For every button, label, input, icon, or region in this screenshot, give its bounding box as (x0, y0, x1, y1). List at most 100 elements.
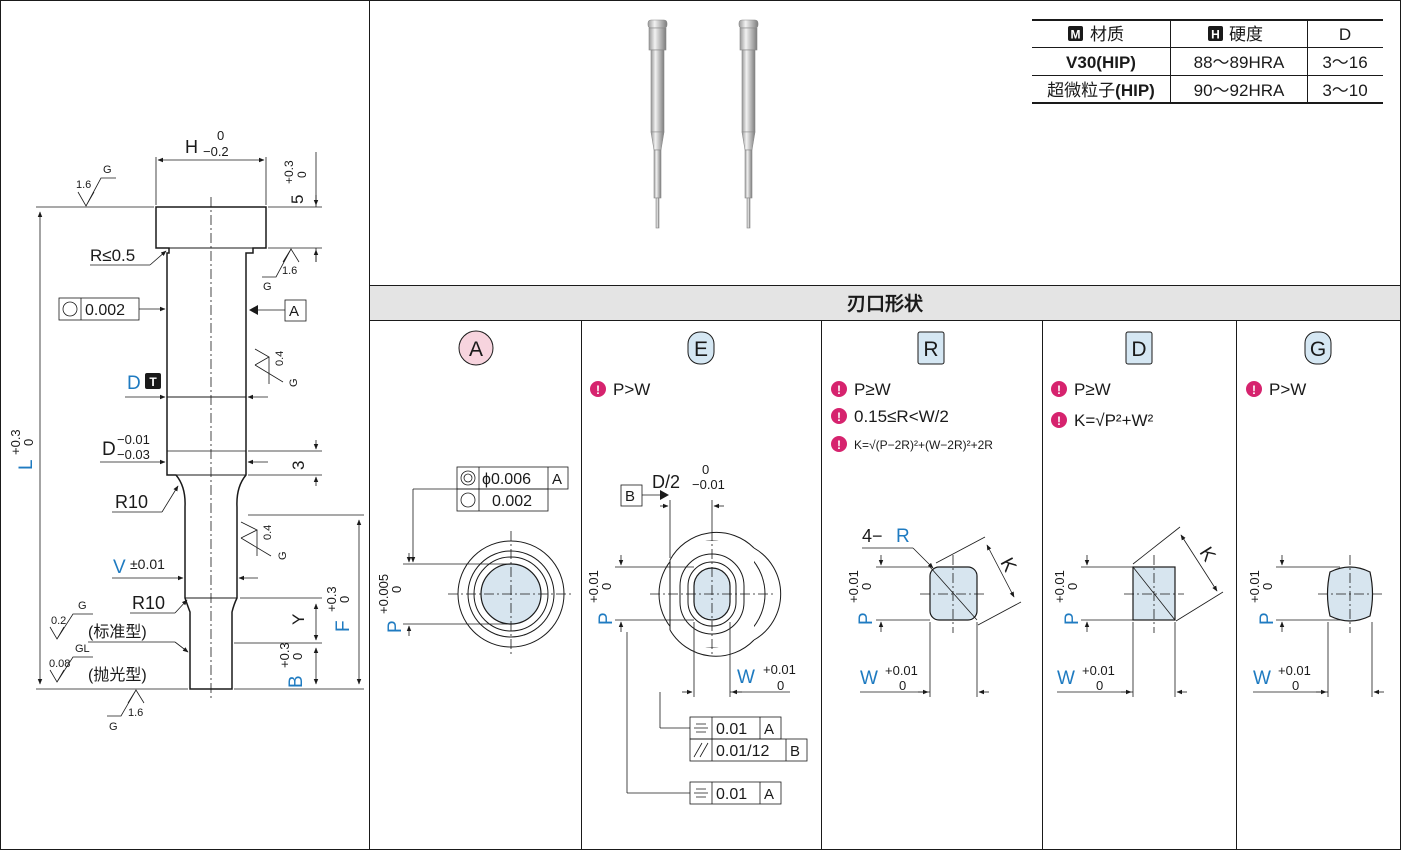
shape-g-note-1: P>W (1269, 380, 1306, 399)
row1-d: 3～16 (1322, 53, 1367, 72)
e-p-tol-upper: +0.01 (586, 570, 601, 603)
datum-a: A (289, 303, 299, 320)
l-label: L (16, 459, 37, 470)
d-tol-upper: −0.01 (117, 432, 150, 447)
roughness-tip-g: G (109, 721, 118, 733)
e-w-tol-lower: 0 (777, 678, 784, 693)
r10-lower: R10 (132, 593, 165, 613)
r-w-tol-upper: +0.01 (885, 663, 918, 678)
shape-r-header: R ! P≥W ! 0.15≤R<W/2 ! K=√(P−2R)²+(W−2R)… (831, 331, 993, 452)
f-label: F (333, 620, 354, 632)
roughness-head-g: G (103, 164, 112, 176)
f-tol-upper: +0.3 (324, 586, 339, 612)
r-k: K (996, 554, 1021, 575)
shape-d-header: D ! P≥W ! K=√P²+W² (1051, 331, 1154, 430)
material-header: 材质 (1090, 25, 1124, 44)
polish-label: (抛光型) (88, 666, 147, 684)
e-d2: D/2 (652, 472, 680, 492)
warning-icon: ! (837, 410, 841, 424)
v-label: V (113, 557, 126, 578)
r-p-tol-lower: 0 (859, 583, 874, 590)
e-d2-tol-lower: −0.01 (692, 477, 725, 492)
r-radius: R (896, 526, 910, 547)
roughness-side-g: G (263, 281, 272, 293)
warning-icon: ! (837, 438, 841, 452)
roughness-std-g: G (78, 600, 87, 612)
g-w-label: W (1253, 668, 1271, 689)
shape-a-header: A (458, 330, 494, 366)
d-p-tol-upper: +0.01 (1052, 570, 1067, 603)
shape-r-note-1: P≥W (854, 380, 891, 399)
row1-hardness: 88～89HRA (1194, 53, 1285, 72)
e-d2-tol-upper: 0 (702, 462, 709, 477)
shape-g-code: G (1310, 338, 1326, 361)
row2-d: 3～10 (1322, 81, 1367, 100)
b-tol-upper: +0.3 (277, 642, 292, 668)
e-p-label: P (596, 612, 617, 625)
b-label: B (286, 675, 307, 688)
r-p-tol-upper: +0.01 (846, 570, 861, 603)
e-sym1: 0.01 (716, 721, 747, 738)
h-tol-lower: −0.2 (203, 144, 229, 159)
shape-r-drawing: 4− R K P +0.01 0 W +0.01 0 (846, 526, 1022, 697)
v-tol: ±0.01 (130, 556, 165, 572)
roughness-side: 1.6 (282, 265, 297, 277)
product-photo (647, 19, 759, 229)
row2-hardness: 90～92HRA (1194, 81, 1285, 100)
head-len: 5 (288, 195, 307, 204)
roughness-shank: 0.4 (274, 351, 286, 366)
r10-upper: R10 (115, 492, 148, 512)
d-p-tol-lower: 0 (1065, 583, 1080, 590)
e-sym2: 0.01 (716, 786, 747, 803)
a-concentricity: ϕ0.006 (482, 471, 531, 488)
hardness-badge: H (1211, 28, 1220, 42)
three-label: 3 (289, 461, 308, 470)
g-w-tol-upper: +0.01 (1278, 663, 1311, 678)
e-parallelism-datum: B (790, 743, 800, 760)
e-datum-b: B (625, 488, 635, 505)
shape-r-note-3: K=√(P−2R)²+(W−2R)²+2R (854, 438, 993, 452)
section-title: 刃口形状 (847, 292, 924, 315)
hardness-header: 硬度 (1229, 25, 1263, 44)
shape-r-code: R (923, 338, 938, 361)
warning-icon: ! (1057, 383, 1061, 397)
shape-g-header: G ! P>W (1246, 331, 1332, 399)
shape-e-code: E (694, 338, 708, 361)
e-sym2-datum: A (764, 786, 774, 803)
a-concentricity-datum: A (552, 471, 562, 488)
d-w-label: W (1057, 668, 1075, 689)
row2-material: 超微粒子(HIP) (1047, 81, 1155, 100)
roughness-shank-g: G (288, 378, 300, 387)
e-w-tol-upper: +0.01 (763, 662, 796, 677)
std-label: (标准型) (88, 623, 147, 641)
d-p-label: P (1062, 612, 1083, 625)
warning-icon: ! (1057, 414, 1061, 428)
d-w-tol-lower: 0 (1096, 678, 1103, 693)
roughness-polish-gl: GL (75, 643, 90, 655)
e-p-tol-lower: 0 (599, 583, 614, 590)
l-tol-upper: +0.3 (8, 429, 23, 455)
a-p-label: P (385, 620, 406, 633)
f-tol-lower: 0 (337, 596, 352, 603)
roughness-polish: 0.08 (49, 658, 70, 670)
h-label: H (185, 137, 198, 157)
e-sym1-datum: A (764, 721, 774, 738)
shape-e-header: E ! P>W (590, 331, 715, 399)
h-tol-upper: 0 (217, 128, 224, 143)
roughness-std: 0.2 (51, 615, 66, 627)
head-tol-upper: +0.3 (282, 160, 296, 184)
d-w-tol-upper: +0.01 (1082, 663, 1115, 678)
circularity-value: 0.002 (85, 302, 125, 319)
warning-icon: ! (596, 383, 600, 397)
d-label: D (127, 373, 141, 394)
d-badge: T (149, 375, 157, 389)
warning-icon: ! (837, 383, 841, 397)
shape-e-note-1: P>W (613, 380, 650, 399)
row1-material: V30(HIP) (1066, 53, 1136, 72)
shape-e-drawing: D/2 0 −0.01 B P +0.01 0 W +0.01 0 0.01 A (586, 462, 808, 805)
g-p-tol-lower: 0 (1260, 583, 1275, 590)
y-label: Y (289, 614, 308, 625)
punch-photo-right (738, 19, 759, 229)
